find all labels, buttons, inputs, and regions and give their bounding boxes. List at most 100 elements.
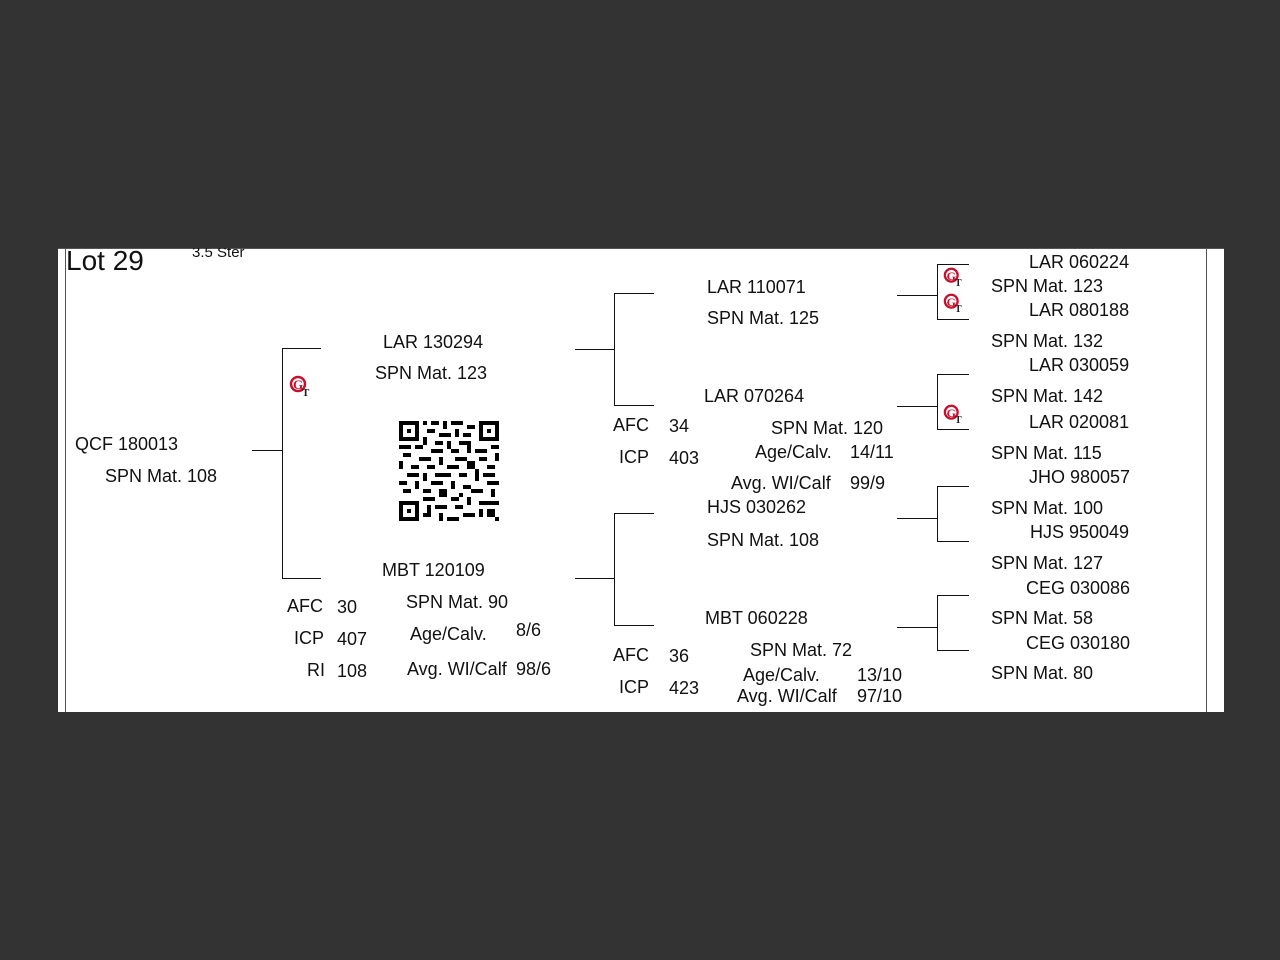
sd-agecalv-value: 14/11: [850, 442, 894, 462]
dam-afc-value: 30: [337, 597, 358, 617]
qr-code: [399, 421, 499, 521]
dam-ri-value: 108: [337, 661, 368, 681]
g3-spn: SPN Mat. 142: [991, 386, 1104, 406]
sd-branch: [614, 405, 654, 406]
sd-afc-label: AFC: [613, 415, 649, 435]
dam-ri-label: RI: [307, 660, 325, 680]
dam-icp-label: ICP: [294, 628, 325, 648]
svg-text:T: T: [955, 304, 962, 314]
lot-subtitle: 3.5 Ster: [192, 248, 245, 261]
g3-id: HJS 950049: [1030, 522, 1130, 542]
sd-connector: [897, 406, 937, 407]
dd-afc-label: AFC: [613, 645, 649, 665]
svg-text:T: T: [302, 387, 310, 398]
g3-spn: SPN Mat. 123: [991, 276, 1104, 296]
svg-text:T: T: [955, 278, 962, 288]
dam-icp-value: 407: [337, 629, 368, 649]
sire-id: LAR 130294: [383, 332, 484, 352]
g3-id: LAR 020081: [1029, 412, 1130, 432]
dd-afc-value: 36: [669, 646, 690, 666]
lot-number: Lot 29: [66, 248, 144, 276]
dam-spn: SPN Mat. 90: [406, 592, 509, 612]
g3-id: LAR 060224: [1029, 252, 1130, 272]
dd-avgwi-value: 97/10: [857, 686, 903, 706]
g3-spn: SPN Mat. 58: [991, 608, 1094, 628]
sd-agecalv-label: Age/Calv.: [755, 442, 832, 462]
sire-bracket: [614, 293, 615, 405]
sd-upper-branch: [937, 374, 969, 375]
gt-logo-icon: G T: [943, 267, 962, 288]
svg-text:G: G: [947, 295, 956, 309]
frame-top-border: [58, 248, 1224, 249]
sd-bracket: [937, 374, 938, 429]
ds-connector: [897, 518, 937, 519]
subject-spn: SPN Mat. 108: [105, 466, 218, 486]
svg-text:G: G: [947, 269, 956, 283]
dd-lower-branch: [937, 650, 969, 651]
ss-id: LAR 110071: [707, 277, 806, 297]
dd-id: MBT 060228: [705, 608, 808, 628]
sd-lower-branch: [937, 429, 969, 430]
frame-right-border: [1206, 248, 1207, 712]
ds-upper-branch: [937, 486, 969, 487]
ss-lower-branch: [937, 319, 969, 320]
sd-icp-label: ICP: [619, 447, 650, 467]
subject-id: QCF 180013: [75, 434, 179, 454]
ss-upper-branch: [937, 264, 969, 265]
dd-icp-value: 423: [669, 678, 700, 698]
ss-spn: SPN Mat. 125: [707, 308, 820, 328]
dd-icp-label: ICP: [619, 677, 650, 697]
dam-avgwi-label: Avg. WI/Calf: [407, 659, 507, 679]
sd-avgwi-value: 99/9: [850, 473, 886, 493]
dd-branch: [614, 625, 654, 626]
dd-avgwi-label: Avg. WI/Calf: [737, 686, 837, 706]
g3-id: CEG 030180: [1026, 633, 1131, 653]
g3-id: LAR 080188: [1029, 300, 1130, 320]
dd-agecalv-label: Age/Calv.: [743, 665, 820, 685]
ss-bracket: [937, 264, 938, 319]
ds-bracket: [937, 486, 938, 541]
g3-spn: SPN Mat. 115: [991, 443, 1102, 463]
svg-text:G: G: [947, 406, 956, 420]
g3-id: LAR 030059: [1029, 355, 1130, 375]
sire-spn: SPN Mat. 123: [375, 363, 488, 383]
gt-logo-text: G: [293, 377, 303, 392]
g3-id: CEG 030086: [1026, 578, 1131, 598]
dd-spn: SPN Mat. 72: [750, 640, 853, 660]
sire-branch: [282, 348, 321, 349]
dam-bracket: [614, 513, 615, 625]
g3-spn: SPN Mat. 80: [991, 663, 1094, 683]
dd-bracket: [937, 595, 938, 650]
sire-connector: [575, 349, 614, 350]
g3-spn: SPN Mat. 132: [991, 331, 1104, 351]
subject-connector: [252, 450, 282, 451]
g3-id: JHO 980057: [1029, 467, 1131, 487]
dd-upper-branch: [937, 595, 969, 596]
sd-id: LAR 070264: [704, 386, 805, 406]
sd-spn: SPN Mat. 120: [771, 418, 884, 438]
ds-id: HJS 030262: [707, 497, 807, 517]
dam-branch: [282, 578, 321, 579]
dam-afc-label: AFC: [287, 596, 323, 616]
pedigree-page: Lot 29 3.5 Ster QCF 180013 SPN Mat. 108 …: [58, 248, 1224, 712]
gt-logo-icon: G T: [943, 293, 962, 314]
ds-lower-branch: [937, 541, 969, 542]
dam-avgwi-value: 98/6: [516, 659, 552, 679]
dam-agecalv-label: Age/Calv.: [410, 624, 487, 644]
dam-connector: [575, 578, 614, 579]
sd-afc-value: 34: [669, 416, 690, 436]
dam-agecalv-value: 8/6: [516, 620, 542, 640]
ss-branch: [614, 293, 654, 294]
g3-spn: SPN Mat. 127: [991, 553, 1104, 573]
frame-left-border: [65, 248, 66, 712]
ds-branch: [614, 513, 654, 514]
gen1-bracket: [282, 348, 283, 578]
gt-logo-icon: G T: [943, 404, 962, 425]
sd-icp-value: 403: [669, 448, 700, 468]
gt-logo-icon: G T: [289, 375, 310, 398]
ds-spn: SPN Mat. 108: [707, 530, 820, 550]
dd-agecalv-value: 13/10: [857, 665, 903, 685]
dd-connector: [897, 627, 937, 628]
svg-text:T: T: [955, 415, 962, 425]
g3-spn: SPN Mat. 100: [991, 498, 1104, 518]
